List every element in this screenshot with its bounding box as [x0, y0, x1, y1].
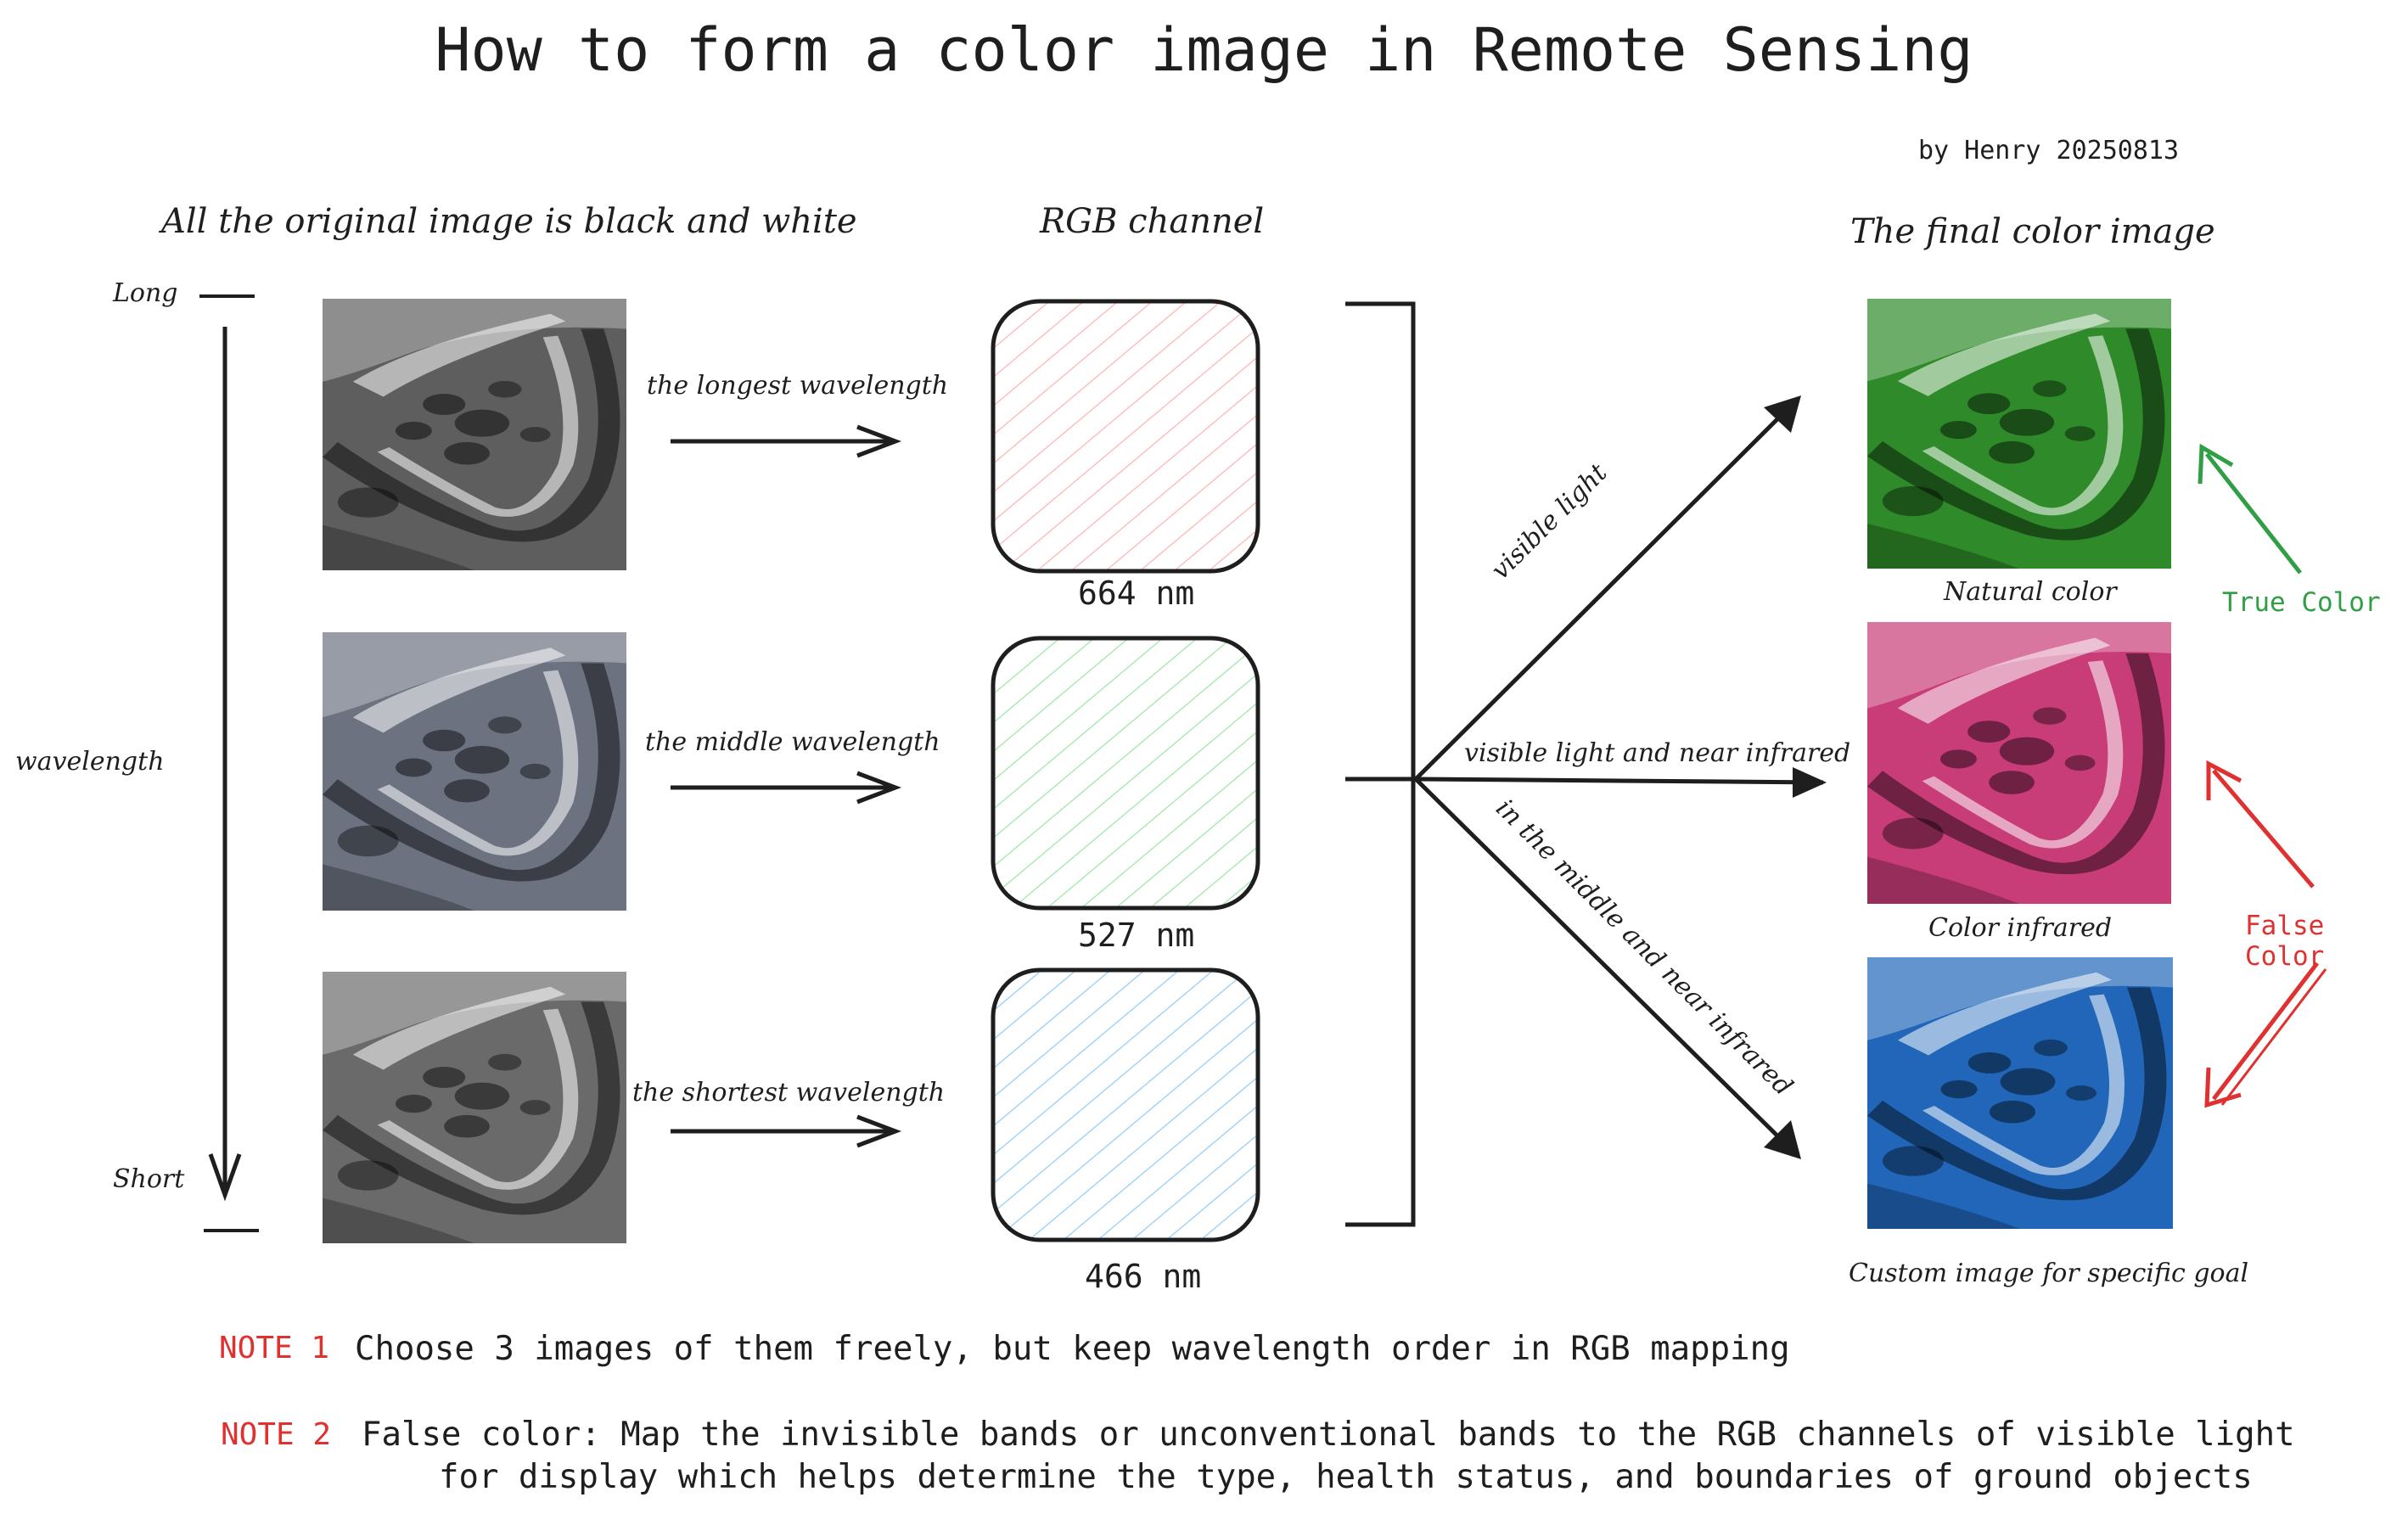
byline: by Henry 20250813 [1918, 136, 2180, 165]
axis-long-label: Long [113, 278, 178, 308]
caption-natural: Natural color [1944, 577, 2117, 607]
true-color-arrow [2198, 443, 2302, 575]
axis-short-label: Short [113, 1164, 185, 1194]
original-image-middle [323, 632, 626, 911]
band-arrow-1 [671, 424, 902, 458]
output-image-natural [1867, 299, 2171, 569]
note-2-text-line-1: False color: Map the invisible bands or … [362, 1416, 2295, 1454]
fan-arrow-visible [1414, 395, 1801, 781]
true-color-tag: True Color [2222, 587, 2381, 618]
output-image-infrared [1867, 622, 2171, 904]
note-1-text: Choose 3 images of them freely, but keep… [355, 1330, 1790, 1368]
axis-arrow-head [208, 1153, 242, 1202]
channel-box-blue [991, 967, 1260, 1242]
band-label-3: the shortest wavelength [632, 1078, 946, 1107]
caption-infrared: Color infrared [1928, 913, 2113, 943]
nm-label-2: 527 nm [1078, 917, 1195, 954]
nm-label-1: 664 nm [1078, 575, 1195, 612]
band-label-2: the middle wavelength [645, 727, 940, 757]
fan-arrow-mid-nir [1414, 777, 1801, 1159]
merge-bracket [1345, 301, 1416, 1227]
false-color-arrow-down [2204, 962, 2327, 1108]
nm-label-3: 466 nm [1085, 1258, 1202, 1295]
heading-original: All the original image is black and whit… [161, 202, 857, 241]
channel-box-red [991, 299, 1260, 574]
original-image-short [323, 972, 626, 1243]
fan-arrow-vis-nir [1415, 767, 1827, 798]
caption-custom: Custom image for specific goal [1849, 1259, 2249, 1288]
note-2-tag: NOTE 2 [221, 1417, 332, 1452]
note-1-tag: NOTE 1 [219, 1331, 330, 1365]
band-label-1: the longest wavelength [647, 371, 949, 401]
heading-final: The final color image [1850, 212, 2215, 251]
output-image-custom [1867, 957, 2173, 1229]
false-color-arrow-up [2206, 760, 2315, 889]
band-arrow-2 [671, 771, 902, 805]
channel-box-green [991, 636, 1260, 911]
band-arrow-3 [671, 1114, 902, 1148]
diagram-title: How to form a color image in Remote Sens… [435, 15, 1973, 85]
axis-wavelength-label: wavelength [15, 747, 165, 777]
fan-label-vis-nir: visible light and near infrared [1464, 738, 1851, 768]
heading-rgb: RGB channel [1040, 202, 1265, 241]
false-color-tag: False Color [2245, 911, 2325, 972]
original-image-long [323, 299, 626, 570]
note-2-text-line-2: for display which helps determine the ty… [439, 1458, 2253, 1496]
